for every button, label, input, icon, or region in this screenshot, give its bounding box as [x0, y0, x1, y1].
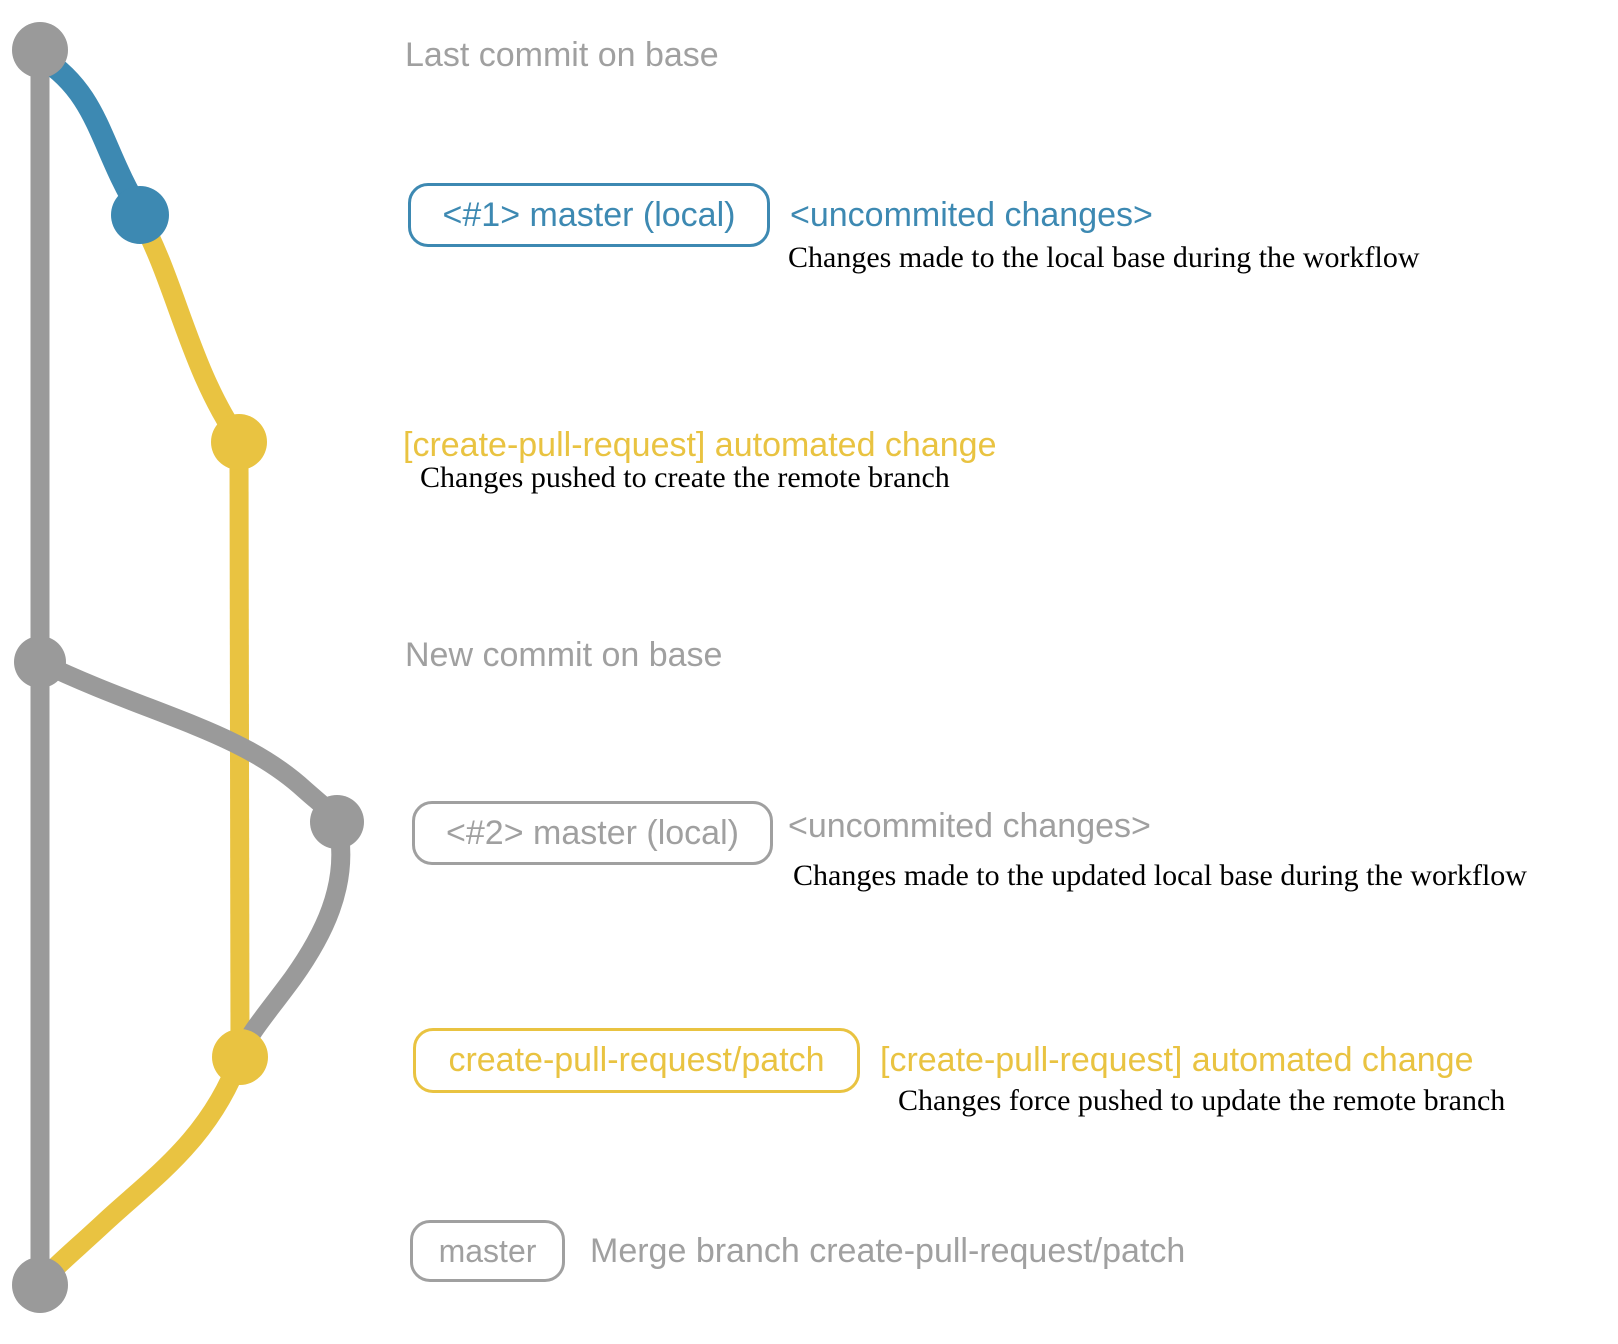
- commit-node-merge: [12, 1257, 68, 1313]
- badge-master-local-2-text: <#2> master (local): [446, 813, 739, 852]
- badge-create-pull-request-patch-text: create-pull-request/patch: [448, 1041, 825, 1079]
- automated-change-2-description: Changes force pushed to update the remot…: [898, 1084, 1506, 1117]
- new-commit-on-base-label: New commit on base: [405, 636, 723, 674]
- badge-master: master: [410, 1220, 565, 1282]
- remote-branch-curve-top: [130, 208, 249, 450]
- local-branch-curve: [31, 47, 151, 223]
- commit-node-automated-change: [211, 414, 267, 470]
- commit-node-local-1: [111, 186, 169, 244]
- remote-branch-merge-curve: [32, 1047, 250, 1292]
- last-commit-on-base-label: Last commit on base: [405, 36, 719, 74]
- badge-master-local-2: <#2> master (local): [412, 801, 773, 865]
- uncommitted-changes-2-description: Changes made to the updated local base d…: [793, 859, 1527, 892]
- commit-node-new-base: [14, 636, 66, 688]
- badge-master-local-1: <#1> master (local): [408, 183, 770, 247]
- badge-master-local-1-text: <#1> master (local): [442, 195, 736, 234]
- git-graph: [12, 22, 364, 1313]
- commit-node-force-push: [212, 1029, 268, 1085]
- automated-change-2-title: [create-pull-request] automated change: [880, 1041, 1474, 1079]
- uncommitted-changes-2-title: <uncommited changes>: [788, 807, 1151, 845]
- commit-node-last-base: [12, 22, 68, 78]
- automated-change-title: [create-pull-request] automated change: [403, 426, 997, 464]
- uncommitted-changes-1-title: <uncommited changes>: [790, 196, 1153, 234]
- force-push-curve: [232, 812, 351, 1062]
- rebase-curve-out: [30, 652, 347, 832]
- automated-change-description: Changes pushed to create the remote bran…: [420, 461, 950, 494]
- badge-master-text: master: [438, 1232, 537, 1269]
- merge-branch-title: Merge branch create-pull-request/patch: [590, 1232, 1186, 1270]
- uncommitted-changes-1-description: Changes made to the local base during th…: [788, 241, 1420, 274]
- badge-create-pull-request-patch: create-pull-request/patch: [413, 1028, 860, 1093]
- commit-node-local-2: [310, 795, 364, 849]
